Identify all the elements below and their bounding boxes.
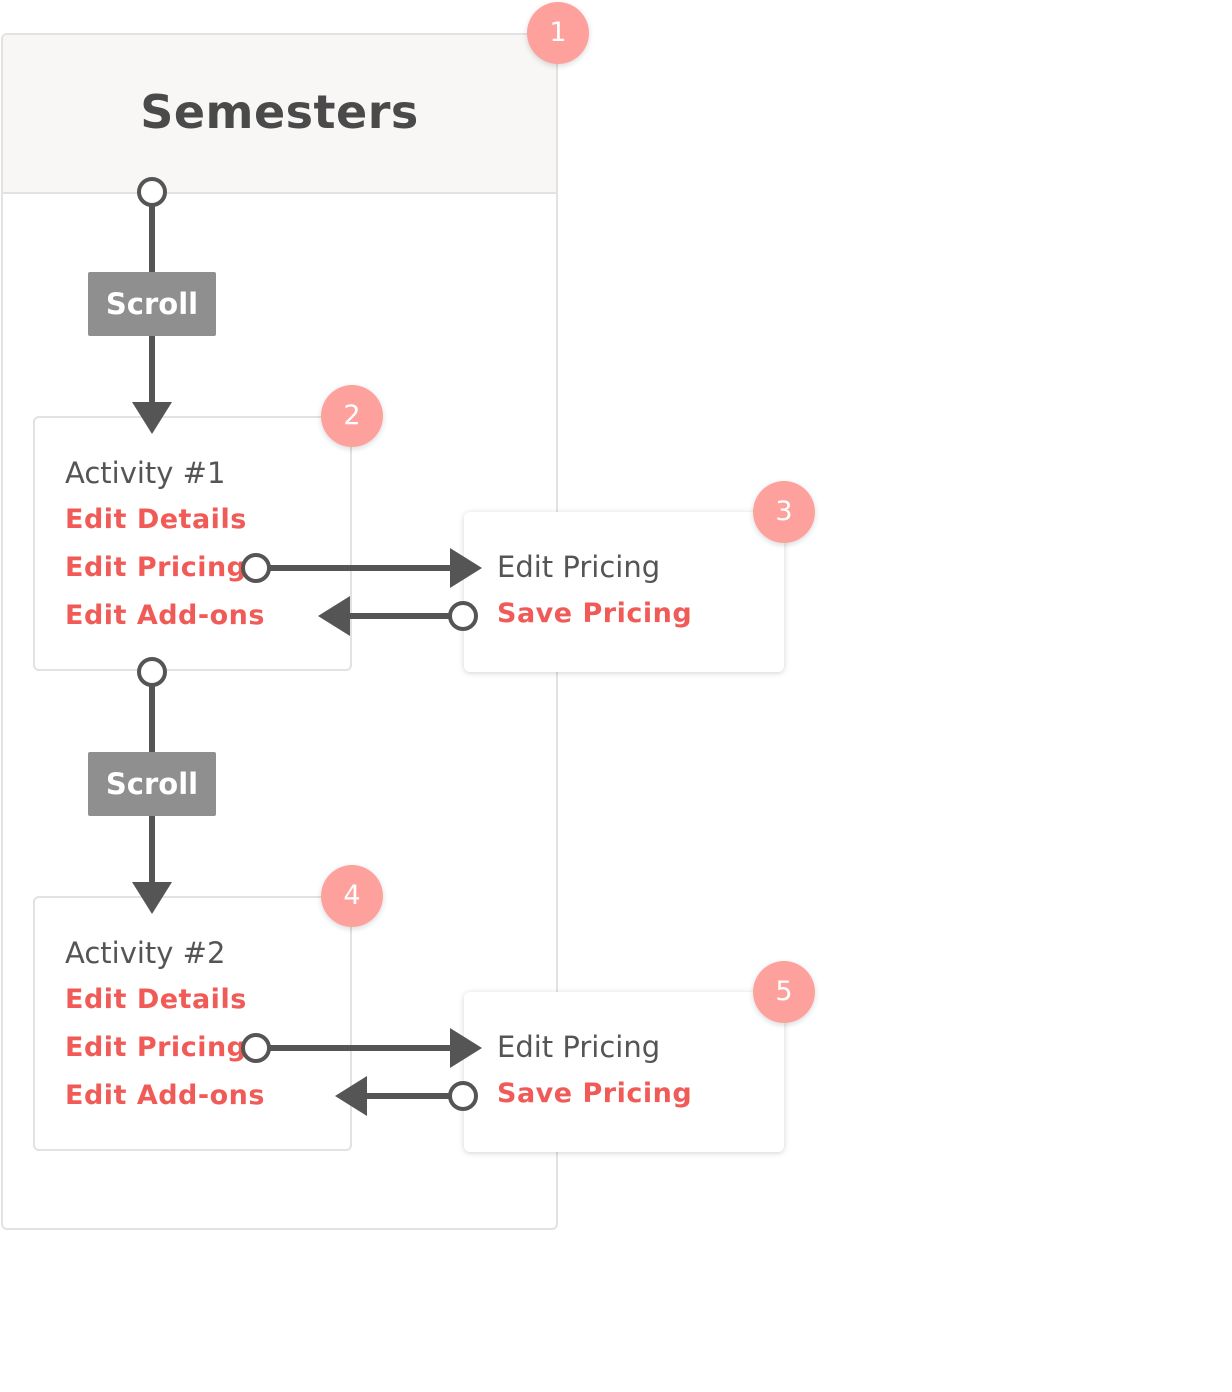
connector-start-node [241, 553, 271, 583]
save-pricing-link[interactable]: Save Pricing [497, 1078, 693, 1109]
edit-pricing-panel-2: Edit Pricing Save Pricing [464, 992, 784, 1152]
arrow-right-icon [450, 1028, 482, 1068]
connector-start-node [448, 601, 478, 631]
arrow-down-icon [132, 882, 172, 914]
step-badge: 5 [753, 961, 815, 1023]
edit-pricing-heading: Edit Pricing [497, 550, 661, 584]
edit-pricing-panel-1: Edit Pricing Save Pricing [464, 512, 784, 672]
edit-pricing-link[interactable]: Edit Pricing [65, 552, 247, 583]
edit-pricing-heading: Edit Pricing [497, 1030, 661, 1064]
activity-heading: Activity #2 [65, 936, 226, 970]
activity-heading: Activity #1 [65, 456, 226, 490]
semesters-title: Semesters [140, 85, 419, 139]
arrow-left-icon [335, 1076, 367, 1116]
arrow-down-icon [132, 402, 172, 434]
edit-details-link[interactable]: Edit Details [65, 984, 247, 1015]
step-badge: 4 [321, 865, 383, 927]
connector-start-node [137, 177, 167, 207]
activity-card-1: Activity #1 Edit Details Edit Pricing Ed… [33, 416, 352, 671]
edit-details-link[interactable]: Edit Details [65, 504, 247, 535]
step-badge: 2 [321, 385, 383, 447]
edit-pricing-link[interactable]: Edit Pricing [65, 1032, 247, 1063]
save-pricing-link[interactable]: Save Pricing [497, 598, 693, 629]
edit-add-ons-link[interactable]: Edit Add-ons [65, 1080, 265, 1111]
activity-card-2: Activity #2 Edit Details Edit Pricing Ed… [33, 896, 352, 1151]
arrow-right-icon [450, 548, 482, 588]
connector-start-node [241, 1033, 271, 1063]
scroll-label: Scroll [88, 272, 216, 336]
connector-start-node [137, 657, 167, 687]
semesters-header: Semesters [3, 35, 556, 194]
arrow-left-icon [318, 596, 350, 636]
step-badge: 3 [753, 481, 815, 543]
connector-start-node [448, 1081, 478, 1111]
scroll-label: Scroll [88, 752, 216, 816]
edit-add-ons-link[interactable]: Edit Add-ons [65, 600, 265, 631]
step-badge: 1 [527, 2, 589, 64]
